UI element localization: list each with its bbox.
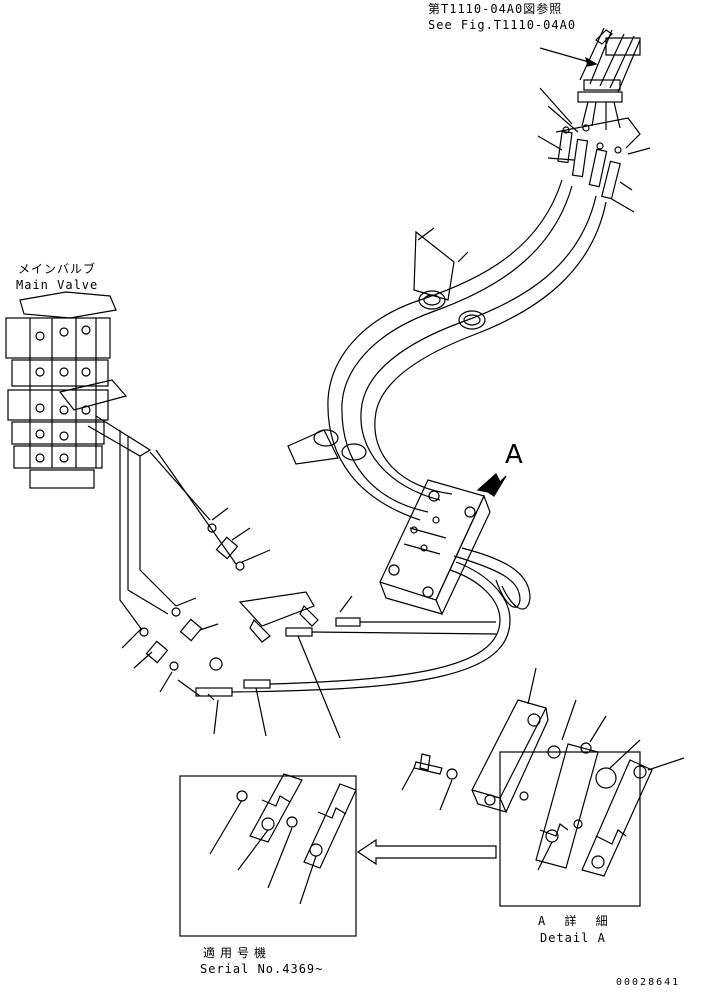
distribution-block [379,479,491,616]
main-valve-label-jp: メインバルブ [18,262,97,276]
serial-label-en: Serial No.4369~ [200,962,324,976]
reference-arrowhead [585,56,598,67]
reference-figure-en: See Fig.T1110-04A0 [428,18,577,32]
left-leaders [121,507,353,739]
hose-clamps [287,230,486,465]
detail-a-leaders [401,667,685,871]
detail-arrow [356,838,497,866]
view-a-callout: A [505,440,523,470]
view-a-arrow [476,473,507,497]
main-valve-body [5,291,152,489]
detail-a-label-en: Detail A [540,931,606,945]
serial-box-parts [236,773,357,869]
detail-a-label-jp: A 詳 細 [538,914,614,928]
left-fittings [139,523,319,671]
detail-a-parts [413,699,653,907]
top-leaders [537,87,651,213]
top-fittings [557,124,622,200]
serial-box [179,775,357,937]
main-hoses [327,179,607,610]
main-valve-label-en: Main Valve [16,278,99,292]
clamp-leaders [417,227,469,263]
pilot-hoses [177,561,511,701]
document-number: 00028641 [616,977,681,988]
serial-label-jp: 適用号機 [203,946,272,960]
reference-figure-jp: 第T1110-04A0図参照 [428,2,563,16]
pilot-lines [119,430,237,631]
serial-box-leaders [209,799,317,905]
upper-hose-ends [555,27,641,149]
